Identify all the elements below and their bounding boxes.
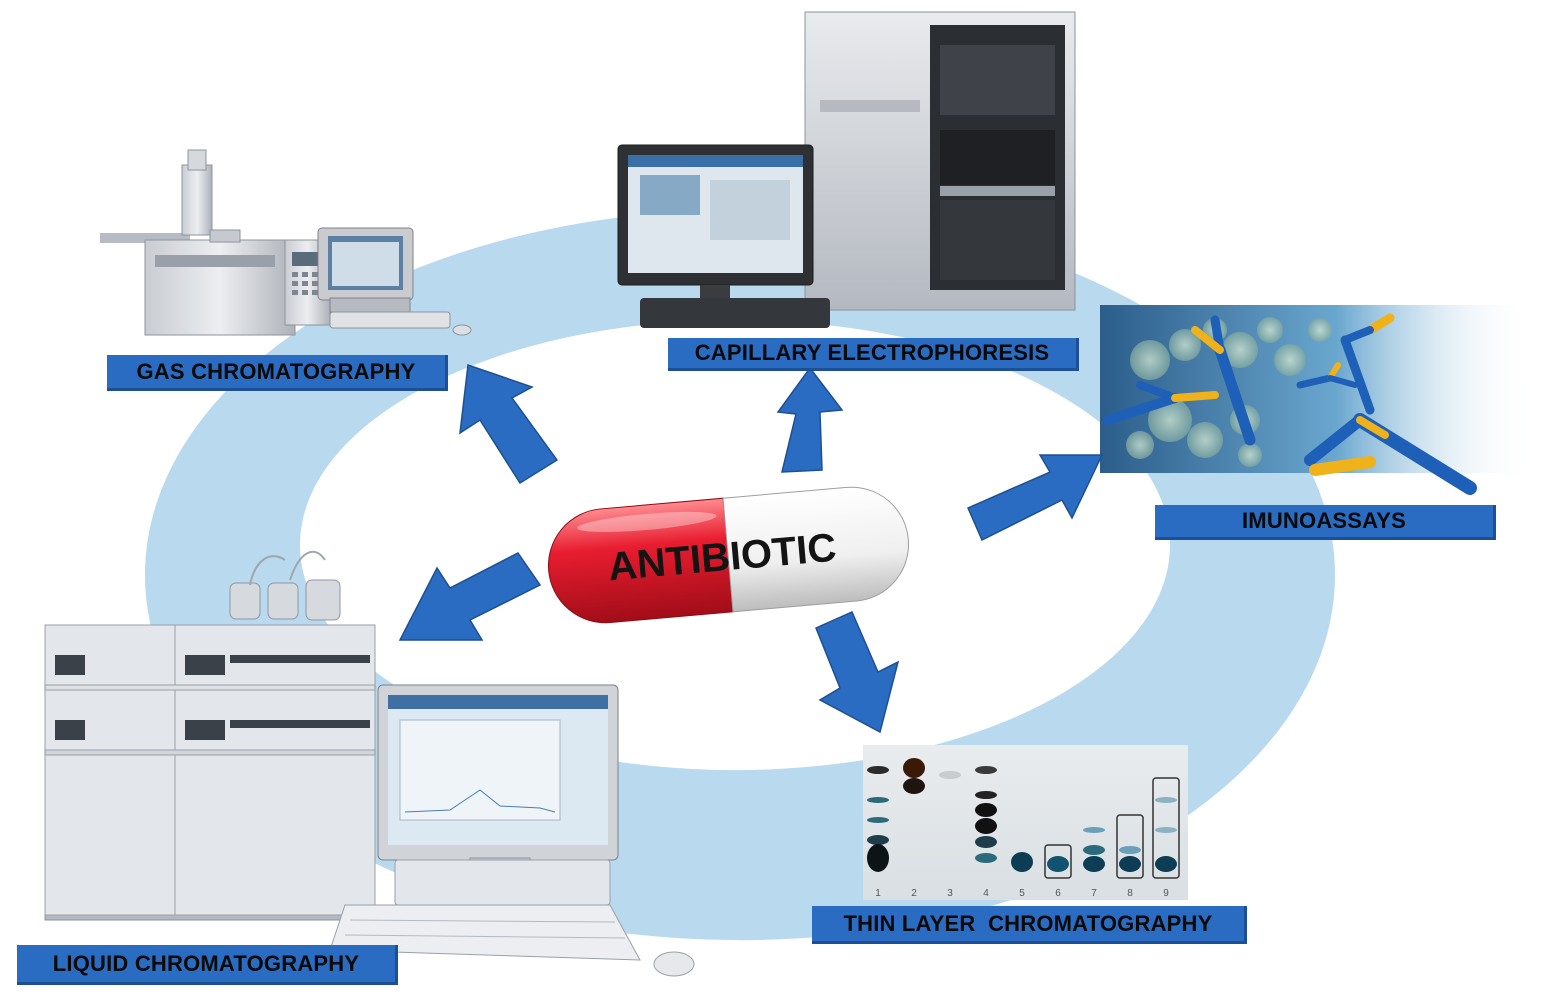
label-immunoassays: IMUNOASSAYS (1155, 505, 1496, 540)
tlc-band (1119, 846, 1141, 854)
tlc-band (903, 758, 925, 778)
label-thin-layer-chromatography: THIN LAYER CHROMATOGRAPHY (812, 906, 1247, 944)
tlc-lane-number: 4 (983, 888, 989, 899)
tlc-band (1011, 852, 1033, 872)
tlc-lane-box (1044, 844, 1072, 879)
label-gas-chromatography: GAS CHROMATOGRAPHY (107, 355, 448, 391)
tlc-lane-box (1152, 777, 1180, 879)
label-liquid-chromatography: LIQUID CHROMATOGRAPHY (17, 945, 398, 985)
tlc-band (975, 803, 997, 817)
tlc-lane-number: 2 (911, 888, 917, 899)
label-capillary-electrophoresis: CAPILLARY ELECTROPHORESIS (668, 338, 1079, 371)
tlc-band (1083, 827, 1105, 833)
tlc-band (903, 778, 925, 794)
tlc-band (1083, 845, 1105, 855)
tlc-lane-number: 9 (1163, 888, 1169, 899)
arrow-to-gas-chromatography (459, 363, 559, 485)
antibody-icon (1100, 305, 1532, 495)
tlc-lane-number: 5 (1019, 888, 1025, 899)
tlc-band (939, 771, 961, 779)
tlc-band (867, 766, 889, 774)
tlc-lane-number: 3 (947, 888, 953, 899)
tlc-band (1083, 856, 1105, 872)
tlc-band (1119, 856, 1141, 872)
tlc-band (975, 836, 997, 848)
tlc-band (1155, 797, 1177, 803)
tlc-band (975, 766, 997, 774)
gas-chromatograph-icon (100, 149, 472, 336)
arrow-to-capillary-electrophoresis (776, 366, 844, 473)
tlc-band (867, 844, 889, 872)
tlc-lane-number: 7 (1091, 888, 1097, 899)
tlc-band (975, 818, 997, 834)
arrow-to-liquid-chromatography (398, 552, 542, 641)
tlc-lane-number: 1 (875, 888, 881, 899)
tlc-band (867, 835, 889, 845)
arrows (398, 363, 1104, 734)
tlc-lane-box (1116, 814, 1144, 879)
hplc-system-icon (44, 550, 695, 977)
tlc-band (1047, 856, 1069, 872)
arrow-to-thin-layer-chromatography (815, 611, 900, 734)
tlc-lane-number: 6 (1055, 888, 1061, 899)
tlc-band (867, 817, 889, 823)
antibiotic-capsule-icon: ANTIBIOTIC (547, 486, 909, 624)
tlc-plate-icon: 1 2 3 4 5 6 7 8 9 (863, 745, 1188, 900)
tlc-band (1155, 827, 1177, 833)
tlc-band (975, 853, 997, 863)
tlc-band (867, 797, 889, 803)
arrow-to-immunoassays (967, 454, 1104, 542)
tlc-band (975, 791, 997, 799)
tlc-band (1155, 856, 1177, 872)
tlc-lane-number: 8 (1127, 888, 1133, 899)
capillary-electrophoresis-instrument-icon (617, 11, 1076, 328)
